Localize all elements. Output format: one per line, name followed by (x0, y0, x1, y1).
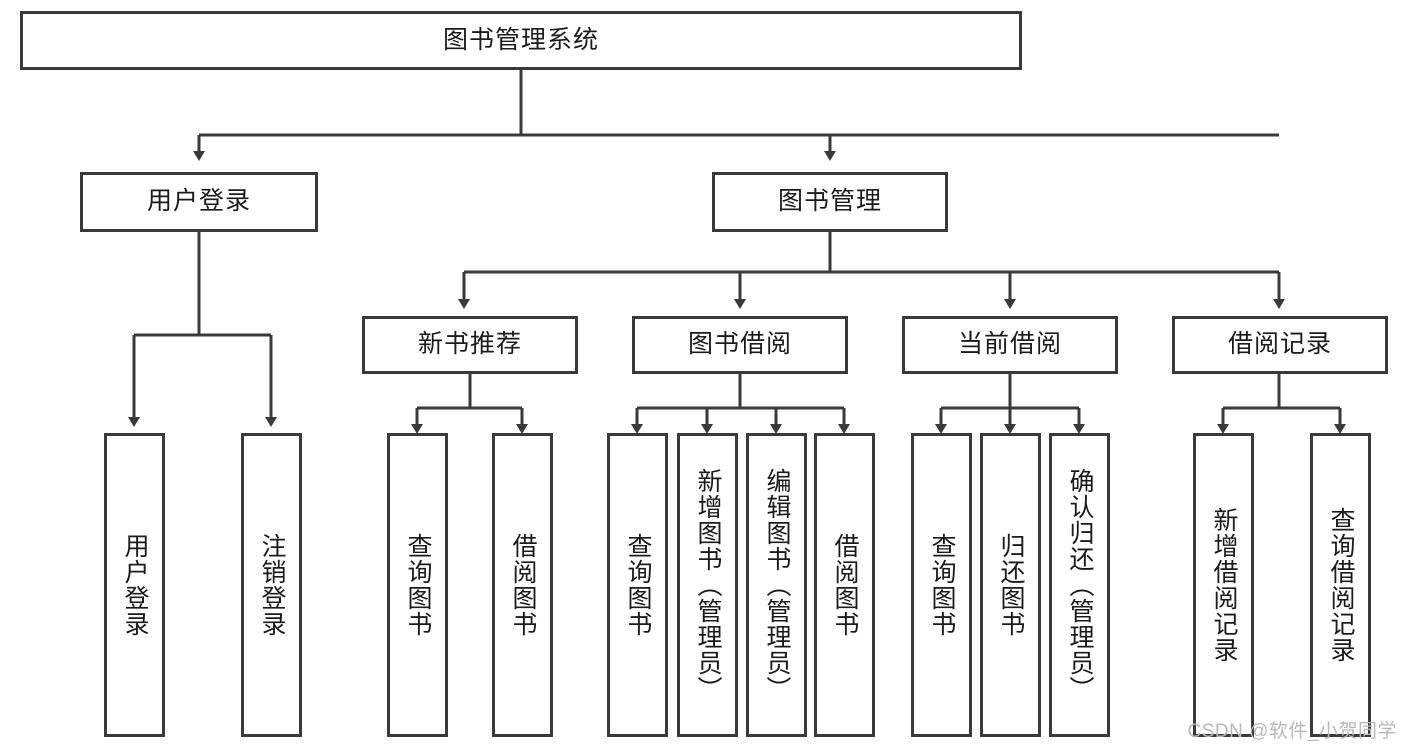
node-label: 新增图书（管理员） (694, 468, 722, 702)
node-label: 注销登录 (258, 533, 286, 637)
node-label: 新书推荐 (417, 330, 522, 359)
node-user-login[interactable]: 用户登录 (80, 172, 318, 232)
leaf-book-borrow-edit-book[interactable]: 编辑图书（管理员） (746, 433, 807, 737)
node-book-management[interactable]: 图书管理 (712, 172, 948, 232)
node-book-borrow[interactable]: 图书借阅 (632, 316, 848, 374)
node-current-borrow[interactable]: 当前借阅 (902, 316, 1118, 374)
watermark-text: CSDN @软件_小贺同学 (1187, 721, 1397, 742)
leaf-book-borrow-borrow-book[interactable]: 借阅图书 (814, 433, 875, 737)
node-label: 归还图书 (997, 533, 1025, 637)
node-label: 查询图书 (404, 533, 432, 637)
node-label: 借阅图书 (509, 533, 537, 637)
leaf-current-borrow-confirm-return[interactable]: 确认归还（管理员） (1049, 433, 1110, 737)
node-label: 查询图书 (928, 533, 956, 637)
leaf-borrow-record-add-record[interactable]: 新增借阅记录 (1193, 433, 1254, 737)
node-label: 编辑图书（管理员） (763, 468, 791, 702)
node-label: 借阅图书 (831, 533, 859, 637)
leaf-book-borrow-query-book[interactable]: 查询图书 (607, 433, 668, 737)
node-root-system[interactable]: 图书管理系统 (20, 11, 1022, 70)
node-label: 图书借阅 (687, 330, 792, 359)
leaf-borrow-record-query-record[interactable]: 查询借阅记录 (1310, 433, 1371, 737)
node-new-book-recommend[interactable]: 新书推荐 (362, 316, 578, 374)
leaf-user-login-logout[interactable]: 注销登录 (241, 433, 302, 737)
leaf-new-book-borrow-book[interactable]: 借阅图书 (492, 433, 553, 737)
node-label: 新增借阅记录 (1210, 507, 1238, 663)
node-label: 查询图书 (624, 533, 652, 637)
node-label: 查询借阅记录 (1327, 507, 1355, 663)
node-borrow-record[interactable]: 借阅记录 (1172, 316, 1388, 374)
node-label: 确认归还（管理员） (1066, 468, 1094, 702)
leaf-current-borrow-return-book[interactable]: 归还图书 (980, 433, 1041, 737)
node-label: 用户登录 (121, 533, 149, 637)
node-label: 图书管理 (777, 187, 882, 216)
node-label: 图书管理系统 (442, 25, 599, 54)
node-label: 用户登录 (146, 187, 251, 216)
node-label: 当前借阅 (957, 330, 1062, 359)
leaf-book-borrow-add-book[interactable]: 新增图书（管理员） (677, 433, 738, 737)
leaf-new-book-query-book[interactable]: 查询图书 (387, 433, 448, 737)
leaf-user-login-login[interactable]: 用户登录 (104, 433, 165, 737)
leaf-current-borrow-query-book[interactable]: 查询图书 (911, 433, 972, 737)
node-label: 借阅记录 (1227, 330, 1332, 359)
